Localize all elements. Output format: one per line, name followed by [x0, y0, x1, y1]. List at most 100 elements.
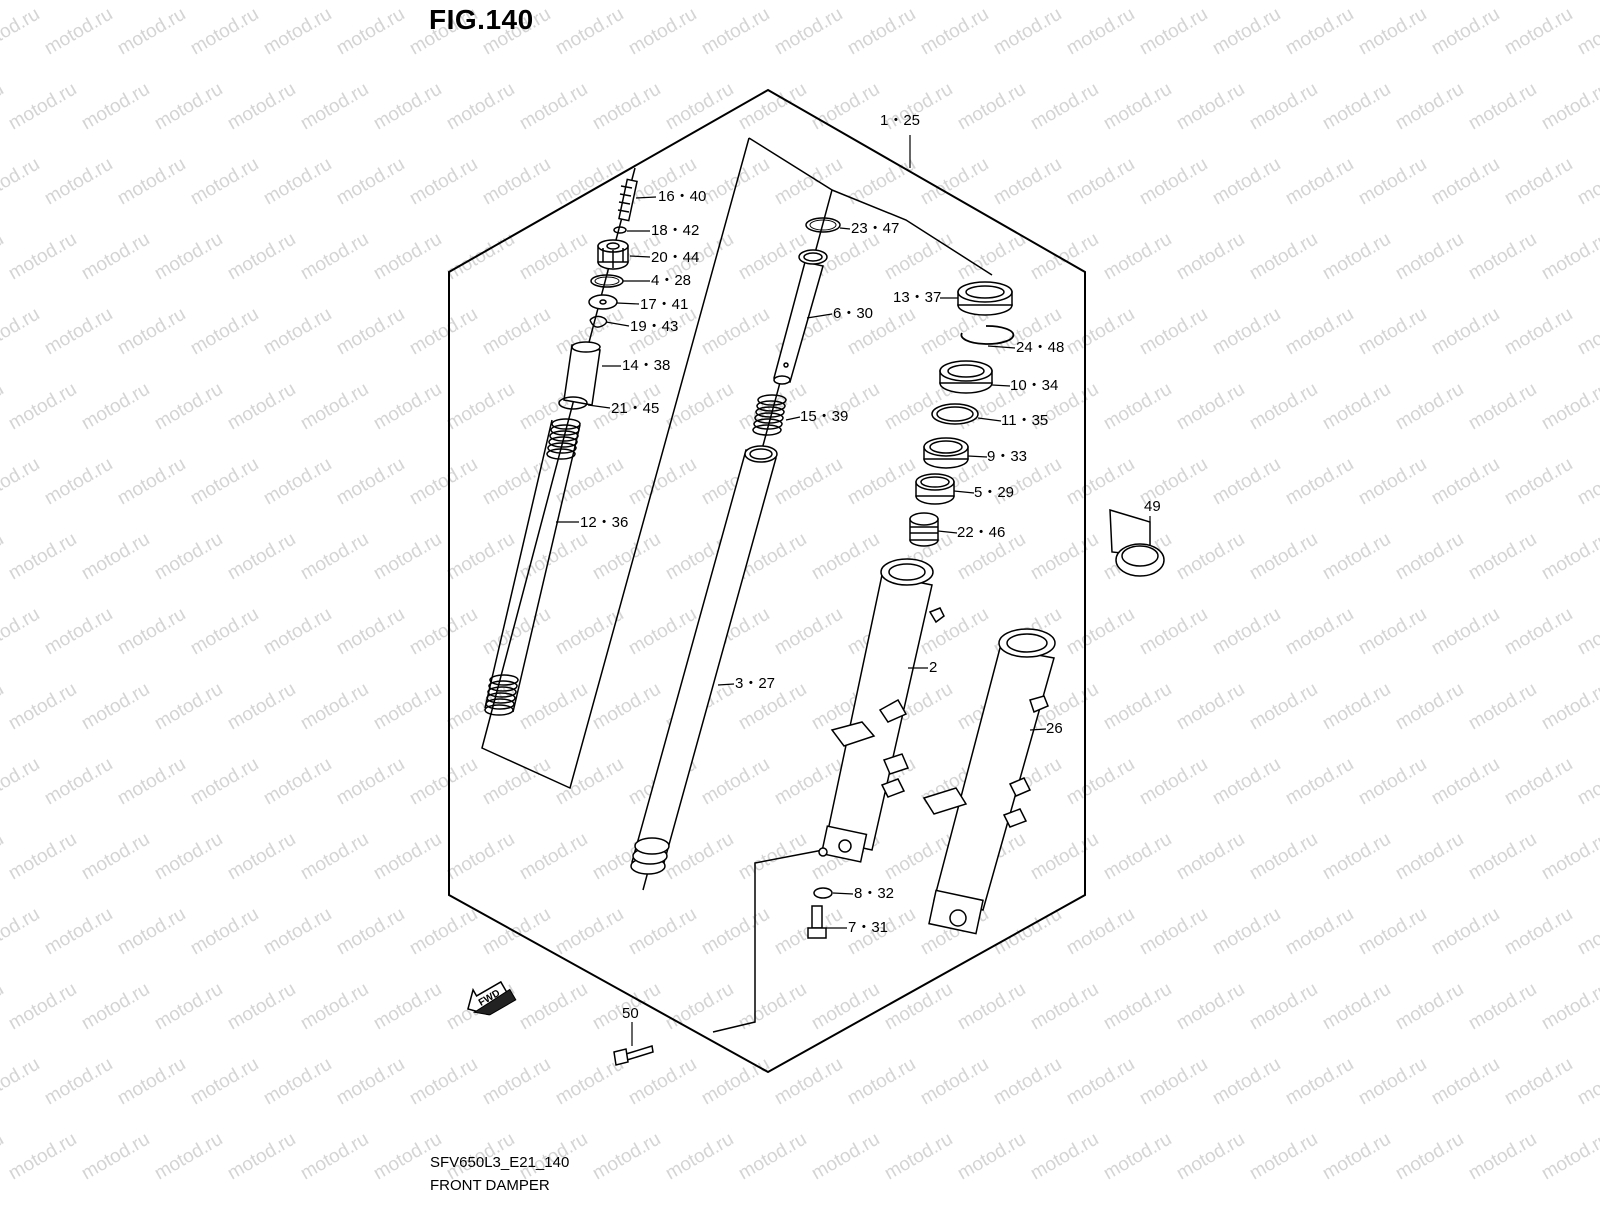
leader-line [605, 321, 630, 327]
watermark: motod.ru [187, 154, 262, 210]
watermark: motod.ru [0, 79, 7, 135]
watermark: motod.ru [1100, 379, 1175, 435]
watermark: motod.ru [1209, 454, 1284, 510]
watermark: motod.ru [5, 79, 80, 135]
watermark: motod.ru [1100, 1129, 1175, 1185]
callout-label: 24・48 [1016, 339, 1064, 356]
watermark: motod.ru [78, 829, 153, 885]
watermark: motod.ru [1209, 604, 1284, 660]
part-rod-ring [805, 217, 841, 233]
lower-group-bracket [712, 849, 824, 1033]
watermark: motod.ru [1428, 1054, 1503, 1110]
part-washer [588, 294, 618, 310]
watermark: motod.ru [771, 1054, 846, 1110]
watermark: motod.ru [1209, 754, 1284, 810]
watermark: motod.ru [990, 154, 1065, 210]
watermark: motod.ru [1100, 979, 1175, 1035]
watermark: motod.ru [0, 829, 7, 885]
watermark: motod.ru [1319, 229, 1394, 285]
watermark: motod.ru [698, 904, 773, 960]
callout-label: 17・41 [640, 296, 688, 313]
watermark: motod.ru [662, 829, 737, 885]
part-fork-guard [1109, 508, 1165, 577]
watermark: motod.ru [1355, 604, 1430, 660]
watermark: motod.ru [479, 454, 554, 510]
watermark: motod.ru [1574, 754, 1600, 810]
watermark: motod.ru [443, 529, 518, 585]
callout-label: 20・44 [651, 249, 699, 266]
watermark: motod.ru [1428, 754, 1503, 810]
watermark: motod.ru [78, 679, 153, 735]
watermark: motod.ru [114, 304, 189, 360]
watermark: motod.ru [114, 454, 189, 510]
watermark: motod.ru [333, 304, 408, 360]
watermark: motod.ru [260, 4, 335, 60]
watermark: motod.ru [808, 79, 883, 135]
watermark: motod.ru [625, 604, 700, 660]
watermark: motod.ru [1574, 154, 1600, 210]
leader-line [635, 196, 657, 199]
watermark: motod.ru [187, 754, 262, 810]
callout-label: 2 [929, 659, 937, 676]
watermark: motod.ru [589, 679, 664, 735]
watermark: motod.ru [1392, 979, 1467, 1035]
watermark: motod.ru [370, 529, 445, 585]
watermark: motod.ru [41, 604, 116, 660]
watermark: motod.ru [5, 229, 80, 285]
watermark: motod.ru [1574, 304, 1600, 360]
watermark: motod.ru [1574, 4, 1600, 60]
watermark: motod.ru [370, 829, 445, 885]
watermark: motod.ru [151, 979, 226, 1035]
watermark: motod.ru [224, 1129, 299, 1185]
watermark: motod.ru [78, 379, 153, 435]
watermark: motod.ru [41, 754, 116, 810]
watermark: motod.ru [224, 679, 299, 735]
watermark: motod.ru [1136, 304, 1211, 360]
part-drain-gasket [813, 887, 833, 899]
watermark: motod.ru [1538, 529, 1600, 585]
watermark: motod.ru [516, 979, 591, 1035]
callout-label: 9・33 [987, 448, 1027, 465]
watermark: motod.ru [0, 154, 43, 210]
watermark: motod.ru [1173, 829, 1248, 885]
watermark: motod.ru [5, 829, 80, 885]
watermark: motod.ru [406, 454, 481, 510]
watermark: motod.ru [1428, 4, 1503, 60]
watermark: motod.ru [479, 1054, 554, 1110]
watermark: motod.ru [333, 754, 408, 810]
part-adjuster-bolt [617, 178, 638, 222]
watermark: motod.ru [151, 529, 226, 585]
watermark: motod.ru [1355, 304, 1430, 360]
watermark: motod.ru [5, 1129, 80, 1185]
watermark: motod.ru [1282, 604, 1357, 660]
callout-label: 11・35 [1001, 412, 1048, 429]
watermark: motod.ru [1538, 229, 1600, 285]
watermark: motod.ru [1246, 829, 1321, 885]
watermark: motod.ru [151, 229, 226, 285]
watermark: motod.ru [1392, 679, 1467, 735]
watermark: motod.ru [1574, 1054, 1600, 1110]
watermark: motod.ru [625, 4, 700, 60]
watermark: motod.ru [1355, 904, 1430, 960]
part-outer-tube-right [922, 628, 1056, 935]
callout-labels: 1・2516・4018・4220・444・2817・4119・4314・3821… [580, 112, 1161, 1022]
callout-label: 50 [622, 1005, 639, 1022]
watermark: motod.ru [5, 979, 80, 1035]
watermark: motod.ru [1027, 829, 1102, 885]
callout-label: 4・28 [651, 272, 691, 289]
watermark: motod.ru [406, 1054, 481, 1110]
watermark: motod.ru [1319, 79, 1394, 135]
watermark: motod.ru [479, 154, 554, 210]
watermark: motod.ru [1392, 379, 1467, 435]
watermark: motod.ru [443, 829, 518, 885]
leader-line [629, 255, 651, 258]
watermark: motod.ru [297, 79, 372, 135]
watermark: motod.ru [260, 1054, 335, 1110]
watermark: motod.ru [260, 454, 335, 510]
watermark: motod.ru [0, 4, 43, 60]
watermark: motod.ru [589, 1129, 664, 1185]
watermark: motod.ru [5, 679, 80, 735]
watermark: motod.ru [954, 1129, 1029, 1185]
